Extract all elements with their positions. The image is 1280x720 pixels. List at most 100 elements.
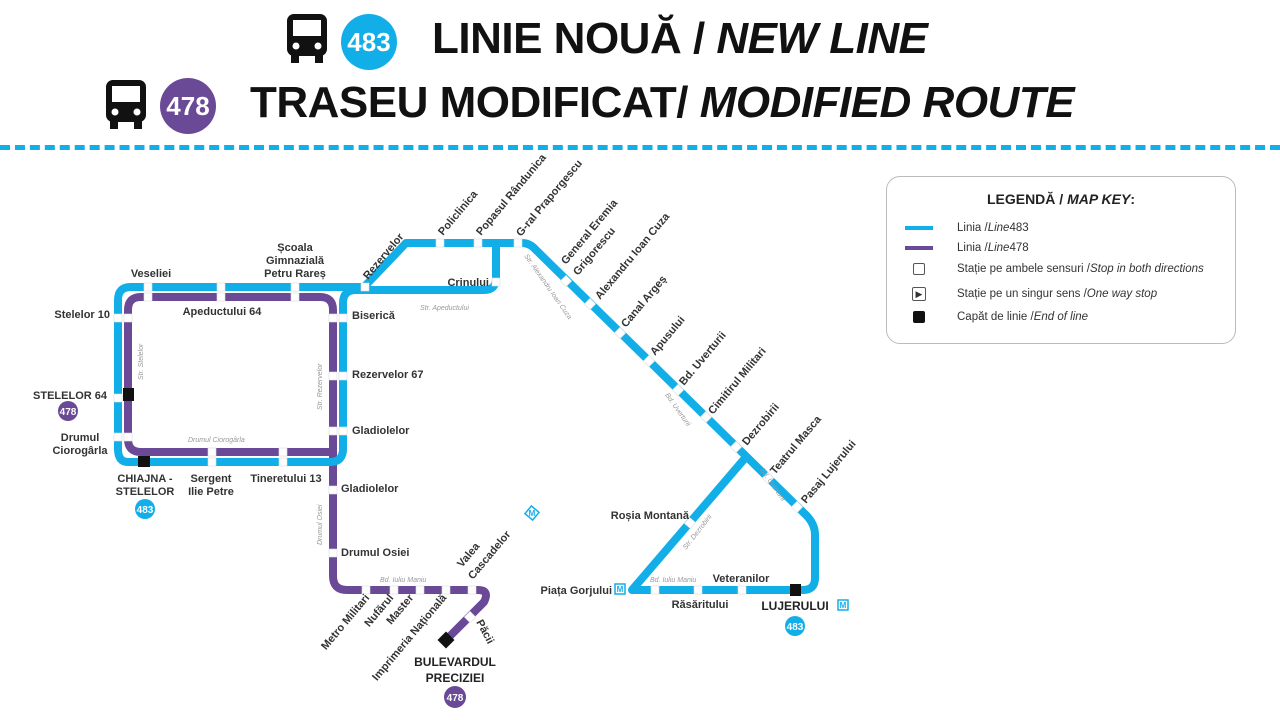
line-483-badge: 483 bbox=[785, 616, 805, 636]
stop-marker bbox=[360, 282, 370, 292]
stop-label: Apeductului 64 bbox=[183, 306, 263, 318]
stop-marker bbox=[559, 274, 573, 288]
stop-marker bbox=[729, 440, 743, 454]
stop-label: Roșia Montană bbox=[611, 510, 690, 522]
line-483-swatch bbox=[905, 226, 933, 230]
stop-marker bbox=[143, 292, 153, 302]
stop-marker bbox=[338, 371, 348, 381]
map-legend: LEGENDĂ / MAP KEY: Linia / Line 483 Lini… bbox=[886, 176, 1236, 344]
stop-marker bbox=[328, 548, 338, 558]
stop-marker bbox=[143, 282, 153, 292]
stop-marker bbox=[491, 277, 501, 287]
legend-title-suffix: : bbox=[1130, 191, 1136, 207]
line-483-badge: 483 bbox=[135, 499, 155, 519]
stop-marker bbox=[278, 447, 288, 457]
stop-label: Ciorogârla bbox=[52, 445, 108, 457]
legend-title-ro: LEGENDĂ / bbox=[986, 191, 1068, 207]
terminal-chiajna-stelelor bbox=[138, 456, 150, 467]
stop-marker bbox=[699, 410, 713, 424]
metro-icon: M bbox=[614, 583, 626, 595]
stop-marker bbox=[328, 485, 338, 495]
stop-label: Veteranilor bbox=[713, 573, 771, 585]
stop-label: BULEVARDUL bbox=[414, 655, 496, 669]
street-label: Str. Rezervelor bbox=[317, 363, 324, 410]
stop-label: Gladiolelor bbox=[352, 425, 410, 437]
stop-label: Pasaj Lujerului bbox=[799, 438, 858, 506]
header-row-new-line: 483 LINIE NOUĂ / NEW LINE bbox=[0, 8, 1280, 70]
one-way-stop-icon: ▶ bbox=[912, 287, 926, 301]
stop-label: CHIAJNA - bbox=[117, 473, 173, 485]
stop-marker bbox=[761, 471, 775, 485]
svg-text:M: M bbox=[529, 509, 536, 518]
stop-marker bbox=[207, 447, 217, 457]
svg-text:478: 478 bbox=[60, 407, 77, 418]
stop-marker bbox=[473, 238, 483, 248]
street-label: Bd. Iuliu Maniu bbox=[380, 577, 426, 584]
stop-marker bbox=[338, 426, 348, 436]
legend-item-end-of-line: Capăt de linie / End of line bbox=[905, 311, 1088, 323]
line-483-path bbox=[114, 239, 819, 594]
stop-marker bbox=[513, 238, 523, 248]
stop-label: Bd. Uverturii bbox=[677, 330, 729, 388]
legend-item-both-directions: Stație pe ambele sensuri / Stop in both … bbox=[905, 263, 1204, 275]
stop-marker bbox=[338, 313, 348, 323]
stop-label: Popasul Rândunica bbox=[474, 151, 549, 238]
title-modified-route: TRASEU MODIFICAT/ MODIFIED ROUTE bbox=[250, 78, 1075, 128]
legend-item-line-478: Linia / Line 478 bbox=[905, 242, 1029, 254]
line-478-swatch bbox=[905, 246, 933, 250]
stop-marker bbox=[441, 585, 451, 595]
stop-label: Veseliei bbox=[131, 268, 171, 280]
title-new-line: LINIE NOUĂ / NEW LINE bbox=[432, 14, 928, 64]
stop-marker bbox=[123, 313, 133, 323]
stop-marker bbox=[328, 371, 338, 381]
stop-marker bbox=[790, 500, 804, 514]
stop-label: Biserică bbox=[352, 310, 396, 322]
legend-title-en: MAP KEY bbox=[1067, 191, 1131, 207]
stop-marker bbox=[361, 585, 371, 595]
line-478-badge: 478 bbox=[444, 686, 466, 708]
stop-marker bbox=[123, 432, 133, 442]
stop-markers bbox=[113, 238, 804, 624]
street-label: Str. Apeductului bbox=[420, 305, 469, 312]
stop-marker bbox=[207, 457, 217, 467]
stop-marker bbox=[693, 585, 703, 595]
stop-marker bbox=[435, 238, 445, 248]
both-directions-stop-icon bbox=[913, 263, 925, 275]
stop-marker bbox=[650, 585, 660, 595]
stop-label: Gimnazială bbox=[266, 255, 325, 267]
terminal-stelelor-64 bbox=[123, 388, 134, 401]
stop-label: Petru Rareș bbox=[264, 268, 326, 280]
stop-marker bbox=[737, 585, 747, 595]
stop-marker bbox=[216, 292, 226, 302]
stop-label: Stelelor 10 bbox=[54, 309, 110, 321]
metro-icon: M bbox=[837, 599, 849, 611]
stop-label: PRECIZIEI bbox=[426, 671, 485, 685]
stop-label: Apusului bbox=[648, 314, 687, 358]
stop-label: Rezervelor bbox=[361, 231, 407, 282]
stop-label: Rezervelor 67 bbox=[352, 369, 424, 381]
terminal-lujerului bbox=[790, 584, 801, 596]
stop-label: Gladiolelor bbox=[341, 483, 399, 495]
legend-item-one-way: ▶Stație pe un singur sens / One way stop bbox=[905, 287, 1157, 301]
stop-marker bbox=[415, 585, 425, 595]
end-of-line-icon bbox=[913, 311, 925, 323]
svg-text:483: 483 bbox=[787, 622, 804, 633]
title-ro: LINIE NOUĂ / bbox=[432, 14, 717, 63]
stop-marker bbox=[328, 426, 338, 436]
stop-marker bbox=[583, 297, 597, 311]
street-label: Bd. Iuliu Maniu bbox=[650, 577, 696, 584]
stop-label: Cimitirul Militari bbox=[706, 346, 769, 417]
title-ro: TRASEU MODIFICAT/ bbox=[250, 78, 700, 127]
title-en: NEW LINE bbox=[716, 14, 928, 63]
title-en: MODIFIED ROUTE bbox=[699, 78, 1075, 127]
street-label: Drumul Osiei bbox=[317, 504, 324, 545]
stop-label: Teatrul Masca bbox=[768, 413, 824, 477]
line-478-path bbox=[124, 293, 490, 643]
stop-marker bbox=[683, 516, 697, 530]
line-483-badge: 483 bbox=[341, 14, 397, 70]
stop-label: Drumul Osiei bbox=[341, 547, 409, 559]
legend-title: LEGENDĂ / MAP KEY: bbox=[887, 191, 1235, 207]
stop-label: Răsăritului bbox=[672, 599, 729, 611]
svg-text:M: M bbox=[617, 585, 624, 594]
